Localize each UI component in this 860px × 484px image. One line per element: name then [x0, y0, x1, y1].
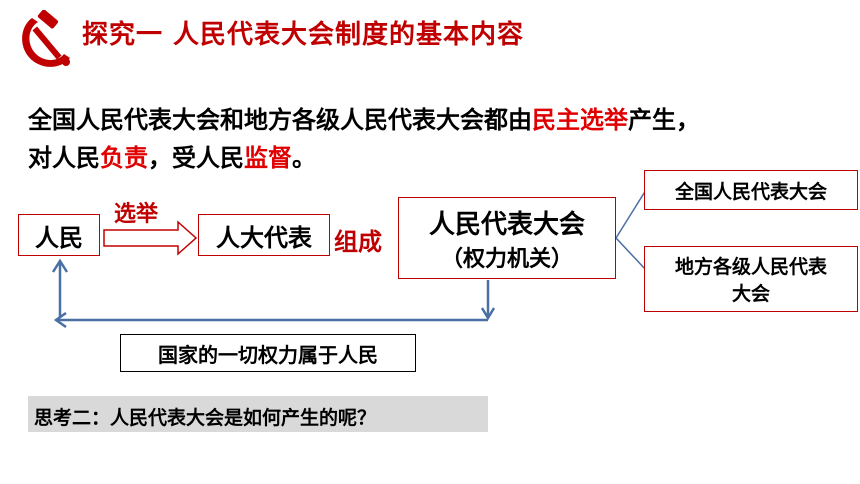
highlight-supervise: 监督: [244, 144, 292, 172]
highlight-responsible: 负责: [100, 144, 148, 172]
intro-line-1: 全国人民代表大会和地方各级人民代表大会都由民主选举产生，: [28, 100, 700, 135]
intro-text: ，受人民: [148, 144, 244, 172]
highlight-democratic-election: 民主选举: [532, 106, 628, 134]
congress-box: 人民代表大会 （权力机关）: [398, 197, 616, 279]
page-title: 探究一 人民代表大会制度的基本内容: [82, 20, 525, 50]
branch-line-national: [615, 189, 647, 239]
intro-line-2: 对人民负责，受人民监督。: [28, 138, 316, 173]
people-box: 人民: [18, 214, 100, 256]
congress-subtitle: （权力机关）: [440, 246, 573, 272]
feedback-arrowhead-up: [51, 258, 69, 273]
feedback-arrowhead-down: [480, 307, 496, 321]
national-congress-box: 全国人民代表大会: [644, 170, 858, 210]
deputies-box: 人大代表: [198, 214, 330, 256]
congress-title: 人民代表大会: [428, 209, 585, 240]
branch-line-local: [615, 237, 647, 271]
local-congress-box: 地方各级人民代表 大会: [644, 246, 858, 312]
feedback-arrowhead-left: [53, 311, 67, 329]
local-congress-line-1: 地方各级人民代表: [674, 256, 827, 278]
hammer-sickle-icon: [22, 10, 70, 67]
local-congress-line-2: 大会: [731, 283, 770, 305]
question-box: 思考二：人民代表大会是如何产生的呢？: [28, 396, 488, 432]
compose-label: 组成: [334, 228, 382, 256]
elect-label: 选举: [114, 202, 159, 227]
intro-text: 产生，: [628, 106, 700, 134]
power-caption-box: 国家的一切权力属于人民: [120, 334, 416, 372]
intro-text: 对人民: [28, 144, 100, 172]
intro-text: 全国人民代表大会和地方各级人民代表大会都由: [28, 106, 532, 134]
intro-text: 。: [292, 144, 316, 172]
